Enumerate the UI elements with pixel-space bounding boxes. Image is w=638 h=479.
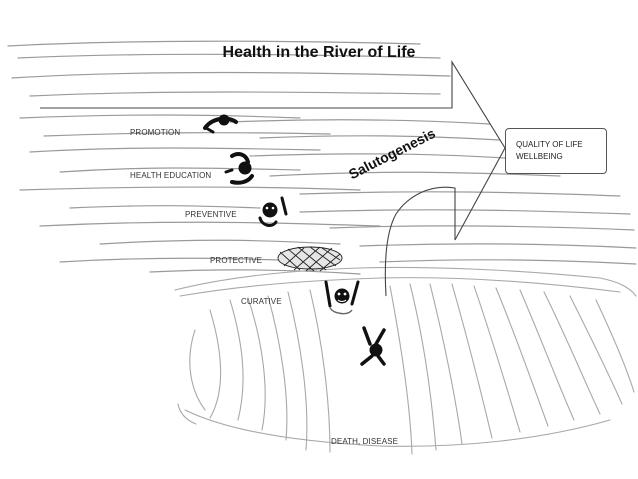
falling-person-icon bbox=[360, 326, 386, 366]
label-preventive: PREVENTIVE bbox=[185, 210, 237, 219]
swimmer-icon bbox=[224, 152, 254, 185]
label-death-disease: DEATH, DISEASE bbox=[331, 437, 399, 446]
quality-of-life-box: QUALITY OF LIFE WELLBEING bbox=[505, 128, 607, 174]
drowning-person-icon bbox=[324, 280, 360, 315]
safety-net-icon bbox=[277, 246, 343, 272]
label-curative: CURATIVE bbox=[241, 297, 282, 306]
river-flow-lines bbox=[7, 40, 637, 275]
swimmer-icon bbox=[203, 114, 238, 134]
label-health-education: HEALTH EDUCATION bbox=[130, 171, 212, 180]
salutogenesis-arrow bbox=[40, 60, 506, 297]
label-protective: PROTECTIVE bbox=[210, 256, 263, 265]
label-promotion: PROMOTION bbox=[130, 128, 181, 137]
goal-line-1: QUALITY OF LIFE bbox=[516, 140, 583, 149]
goal-line-2: WELLBEING bbox=[516, 152, 563, 161]
swimmer-icon bbox=[258, 196, 288, 227]
waterfall bbox=[174, 266, 637, 455]
diagram-title: Health in the River of Life bbox=[222, 44, 416, 61]
